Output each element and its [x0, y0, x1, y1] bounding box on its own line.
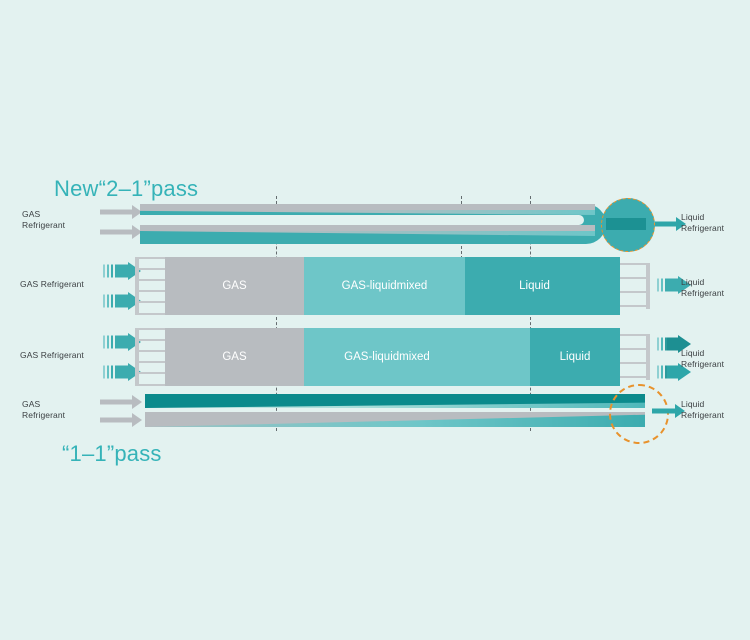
segment-gas-r2-label: GAS — [222, 280, 247, 292]
segment-gas-r3-label: GAS — [222, 351, 247, 363]
outlet-header-r2 — [620, 263, 650, 309]
row-two-pass-outlet-label: Liquid Refrigerant — [681, 277, 725, 298]
bottom-pipe-lower — [145, 412, 645, 427]
row-top-pipe-inlet-label: GAS Refrigerant — [22, 209, 66, 230]
outlet-header-r3 — [620, 334, 650, 380]
inlet-arrow-bottom-2 — [100, 413, 142, 427]
row-bottom-pipe-inlet-label: GAS Refrigerant — [22, 399, 66, 420]
row-one-pass-inlet-label: GAS Refrigerant — [20, 350, 84, 360]
segment-mixed-r3-label: GAS-liquidmixed — [344, 351, 430, 363]
inlet-arrow-top-2 — [100, 225, 142, 239]
segment-gas-r3: GAS — [165, 328, 304, 386]
row-top-pipe-outlet-label: Liquid Refrigerant — [681, 212, 725, 233]
outlet-arrow-r2 — [657, 276, 693, 294]
segment-liquid-r2: Liquid — [465, 257, 620, 315]
outlet-arrow-bottom — [652, 404, 688, 418]
inlet-header-r2 — [135, 257, 165, 315]
segment-mixed-r2: GAS-liquidmixed — [304, 257, 465, 315]
row-bottom-pipe-outlet-label: Liquid Refrigerant — [681, 399, 725, 420]
segment-liquid-r2-label: Liquid — [519, 280, 550, 292]
outlet-arrow-top — [655, 217, 687, 231]
row-two-pass-upper: GAS Refrigerant — [0, 255, 750, 319]
segment-gas-r2: GAS — [165, 257, 304, 315]
bottom-pipe-upper — [145, 394, 645, 408]
row-one-pass-upper: GAS Refrigerant — [0, 326, 750, 390]
inlet-arrow-bottom-1 — [100, 395, 142, 409]
segment-liquid-r3: Liquid — [530, 328, 620, 386]
inlet-header-r3 — [135, 328, 165, 386]
segment-mixed-r3: GAS-liquidmixed — [304, 328, 530, 386]
outlet-arrow-r3-2 — [657, 363, 693, 381]
row-top-pipe: GAS Refrigerant — [0, 196, 750, 258]
outlet-stub-top — [606, 218, 646, 230]
u-turn-inner-channel — [140, 215, 584, 225]
pipe-limb-upper-gray — [140, 204, 595, 210]
segment-mixed-r2-label: GAS-liquidmixed — [341, 280, 428, 292]
row-bottom-pipe: GAS Refrigerant Liquid Refrigerant — [0, 384, 750, 444]
pipe-limb-lower-gray — [140, 225, 595, 231]
row-two-pass-inlet-label: GAS Refrigerant — [20, 279, 84, 289]
title-two-one-pass: New“2–1”pass — [54, 176, 199, 201]
row-one-pass-outlet-label: Liquid Refrigerant — [681, 348, 725, 369]
outlet-arrow-r3-1 — [657, 335, 693, 353]
segment-liquid-r3-label: Liquid — [559, 351, 591, 363]
title-one-one-pass: “1–1”pass — [62, 441, 162, 466]
highlight-outlet-bottom — [609, 384, 669, 444]
inlet-arrow-top-1 — [100, 205, 142, 219]
